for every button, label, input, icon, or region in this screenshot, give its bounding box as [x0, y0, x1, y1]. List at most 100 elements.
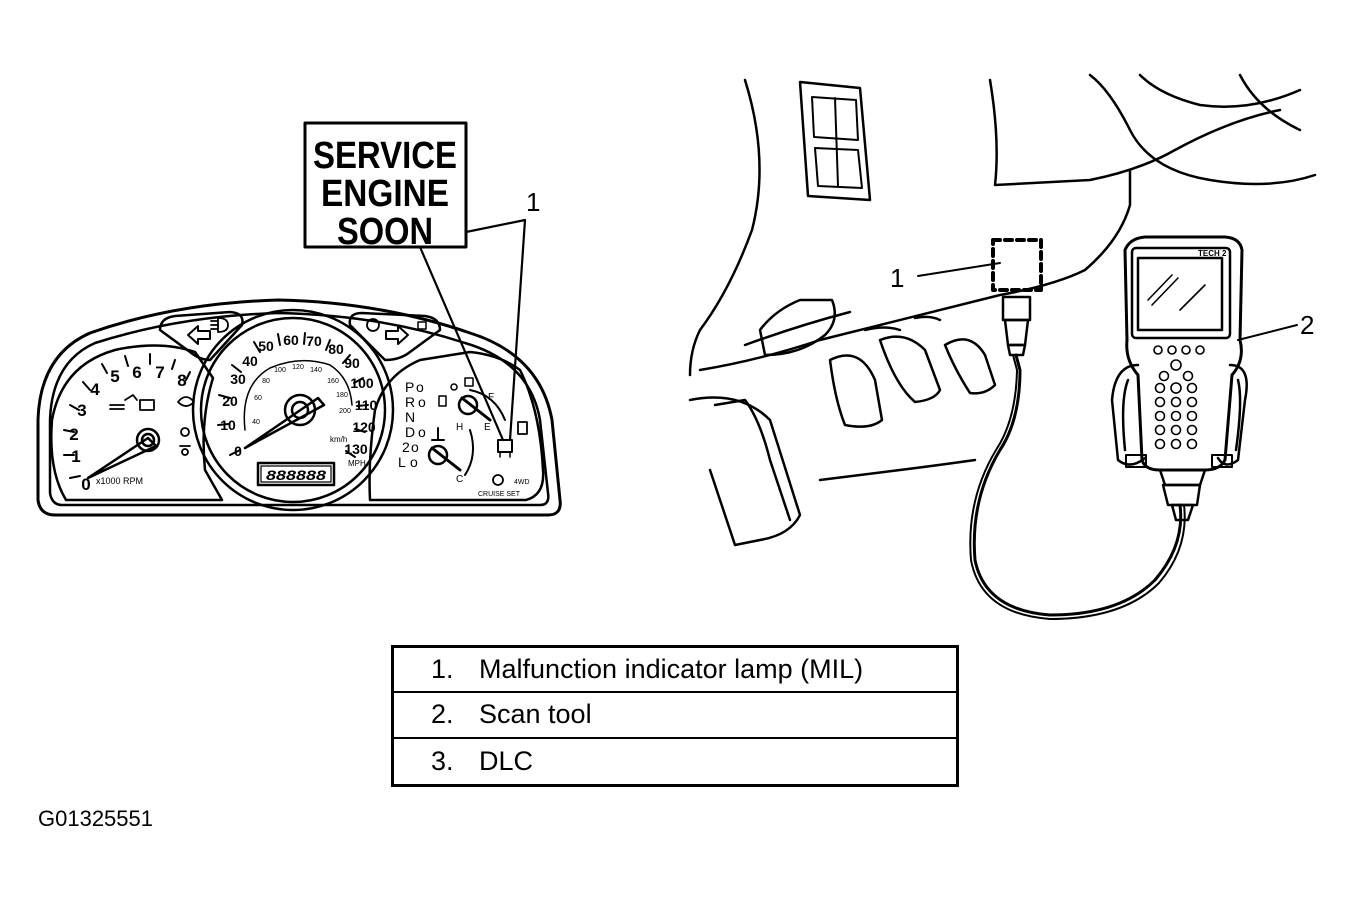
- leader-line-label-1: [464, 218, 527, 442]
- legend-number: 2.: [431, 699, 454, 730]
- legend-text: DLC: [479, 745, 534, 776]
- tachometer-bezel: [50, 344, 224, 502]
- mil-lamp-icon: [497, 439, 513, 453]
- 4wd-lamp-icon: [492, 474, 504, 486]
- label-right-1: 1: [890, 263, 904, 293]
- leader-line-right-2: [1237, 324, 1298, 341]
- inner-140: 140: [310, 367, 322, 374]
- legend-row: 1. Malfunction indicator lamp (MIL): [394, 648, 956, 694]
- right-gauge-bezel: [368, 350, 545, 502]
- gear-p: P: [405, 379, 414, 395]
- scan-tool: [1110, 235, 1298, 522]
- mph-label: MPH: [348, 459, 366, 468]
- tachometer-numerals: 0 1 2 3 4 5 6 7 8: [69, 363, 186, 494]
- temp-gauge-arc: [464, 429, 475, 476]
- speedometer-inner-numerals: 40 60 80 100 120 140 160 180 200: [252, 364, 351, 426]
- gear-n: N: [405, 409, 415, 425]
- cluster-inner-housing: [48, 311, 550, 507]
- gear-r-o: o: [418, 394, 426, 410]
- temp-icon: [431, 427, 445, 441]
- scan-tool-brand: TECH 2: [1198, 249, 1227, 258]
- air-vent: [798, 80, 872, 202]
- label-left-1: 1: [526, 187, 540, 217]
- speed-80: 80: [328, 341, 344, 357]
- speedometer-inner-scale: [243, 359, 353, 431]
- callout-numbers: 1 1 2: [526, 187, 1314, 340]
- scan-tool-keypad: [1153, 345, 1205, 450]
- headlamp-icon: [210, 317, 229, 333]
- inner-100: 100: [274, 367, 286, 374]
- speed-100: 100: [350, 375, 374, 391]
- legend-text: Malfunction indicator lamp (MIL): [479, 654, 864, 685]
- tachometer-needle: [86, 436, 158, 480]
- leader-line-right-1: [917, 262, 1001, 277]
- gauge-markers: F E H C: [456, 392, 494, 485]
- fuel-empty: E: [484, 422, 491, 433]
- speed-30: 30: [230, 371, 246, 387]
- figure-id: G01325551: [38, 806, 153, 831]
- scan-tool-screen-frame: [1130, 246, 1232, 340]
- gear-2-o: o: [411, 439, 419, 455]
- instrument-cluster: [36, 298, 562, 517]
- gear-p-o: o: [416, 379, 424, 395]
- speed-130: 130: [344, 441, 368, 457]
- speedometer-numerals: 0 10 20 30 40 50 60 70 80 90 100 110 120…: [220, 332, 377, 459]
- legend-row: 2. Scan tool: [394, 693, 956, 739]
- odometer-display: [256, 461, 336, 487]
- tach-0: 0: [81, 475, 90, 494]
- cruise-set-label: CRUISE SET: [478, 491, 521, 498]
- floor-outline: [688, 396, 802, 547]
- legend-number: 1.: [431, 654, 454, 685]
- dash-top: [988, 78, 1282, 187]
- svg-text:o: o: [410, 454, 418, 470]
- scan-tool-cable: [972, 353, 1183, 617]
- tach-8: 8: [177, 371, 186, 390]
- gear-d-o: o: [418, 424, 426, 440]
- inner-60: 60: [254, 395, 262, 402]
- gear-l: L: [398, 454, 406, 470]
- speedometer-hub: [283, 393, 317, 427]
- legend-row: 3. DLC: [394, 739, 956, 784]
- tach-3: 3: [77, 401, 86, 420]
- left-turn-arrow-icon: [187, 325, 211, 345]
- tach-6: 6: [132, 363, 141, 382]
- temp-cold: C: [456, 474, 463, 485]
- dlc-plug: [1001, 295, 1032, 322]
- leader-line-to-mil: [418, 245, 505, 442]
- tach-unit: x1000 RPM: [96, 476, 143, 486]
- left-turn-pod: [158, 310, 244, 362]
- inner-120: 120: [292, 364, 304, 371]
- dash-left-edge: [688, 78, 761, 377]
- steering-wheel: [1088, 73, 1317, 186]
- inner-160: 160: [327, 378, 339, 385]
- inner-80: 80: [262, 378, 270, 385]
- label-right-2: 2: [1300, 310, 1314, 340]
- speedometer-face: [199, 316, 387, 504]
- speed-40: 40: [242, 353, 258, 369]
- gear-indicator: P R N D 2 L o o o o o: [398, 379, 426, 470]
- gear-2: 2: [402, 439, 410, 455]
- tachometer-ticks: [63, 353, 191, 479]
- inner-40: 40: [252, 419, 260, 426]
- callout-text: SERVICE ENGINE SOON: [313, 135, 457, 253]
- fuel-full: F: [488, 392, 494, 403]
- pedal-right: [943, 338, 997, 395]
- callout-line-2: ENGINE: [321, 173, 449, 215]
- scan-tool-grip-left: [1110, 363, 1147, 466]
- speed-90: 90: [344, 355, 360, 371]
- legend-number: 3.: [431, 745, 454, 776]
- tach-5: 5: [110, 367, 119, 386]
- legend-text: Scan tool: [479, 699, 592, 730]
- speed-10: 10: [220, 417, 236, 433]
- temp-gauge-hub: [427, 444, 449, 466]
- right-turn-pod: [348, 311, 442, 362]
- fuel-gauge-arc: [469, 389, 506, 421]
- scan-tool-screen: [1136, 256, 1224, 332]
- speed-50: 50: [258, 338, 274, 354]
- scan-tool-body: [1123, 235, 1244, 472]
- speed-60: 60: [283, 332, 299, 348]
- lower-dash-panel: [698, 168, 1132, 372]
- speed-20: 20: [222, 393, 238, 409]
- fuel-pump-icon: [517, 421, 528, 435]
